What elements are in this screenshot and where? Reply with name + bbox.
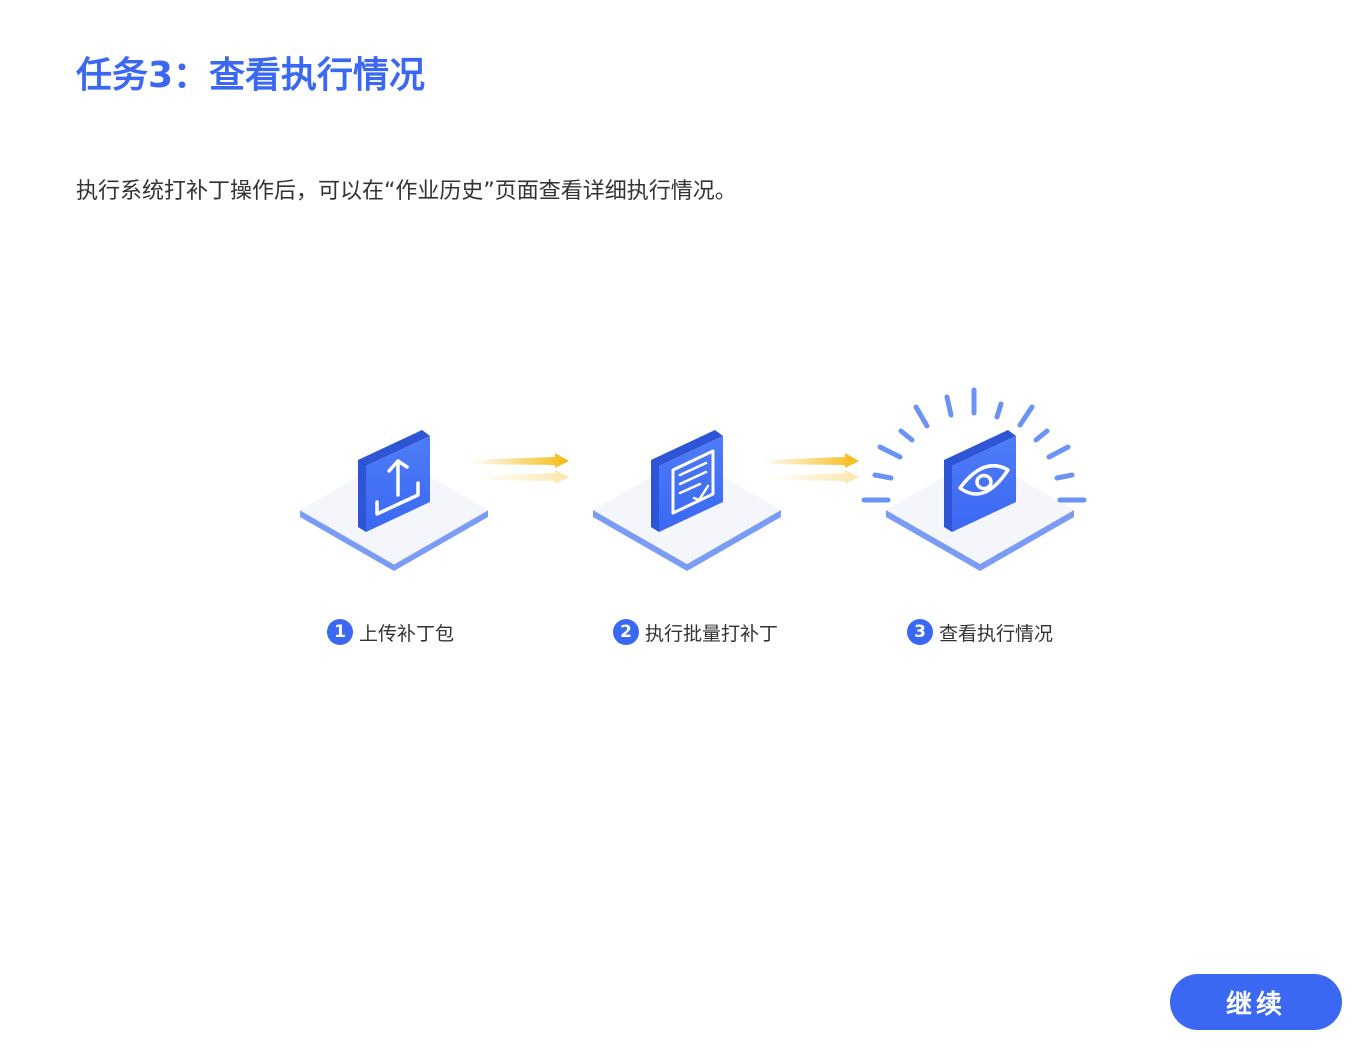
flow-arrow-2 xyxy=(762,453,859,484)
page-description: 执行系统打补丁操作后，可以在“作业历史”页面查看详细执行情况。 xyxy=(76,179,737,204)
continue-button[interactable]: 继续 xyxy=(1170,974,1342,1030)
step-3-number: 3 xyxy=(907,619,933,645)
step-3-label: 3 查看执行情况 xyxy=(907,617,1053,647)
eye-icon xyxy=(944,430,1016,532)
step-1-number: 1 xyxy=(327,619,353,645)
step-2-label: 2 执行批量打补丁 xyxy=(613,617,778,647)
step-2-text: 执行批量打补丁 xyxy=(645,622,779,645)
highlight-rays xyxy=(861,387,1087,503)
flow-arrow-1 xyxy=(470,453,569,484)
step-3-platform xyxy=(886,456,1074,571)
step-3-text: 查看执行情况 xyxy=(939,622,1054,645)
step-1-text: 上传补丁包 xyxy=(359,622,455,645)
step-1-platform xyxy=(299,456,489,571)
step-2-number: 2 xyxy=(613,619,639,645)
document-icon xyxy=(651,430,723,532)
step-1-label: 1 上传补丁包 xyxy=(327,617,454,647)
page-title: 任务3：查看执行情况 xyxy=(76,55,426,96)
step-2-platform xyxy=(593,456,781,571)
upload-icon xyxy=(358,430,430,532)
